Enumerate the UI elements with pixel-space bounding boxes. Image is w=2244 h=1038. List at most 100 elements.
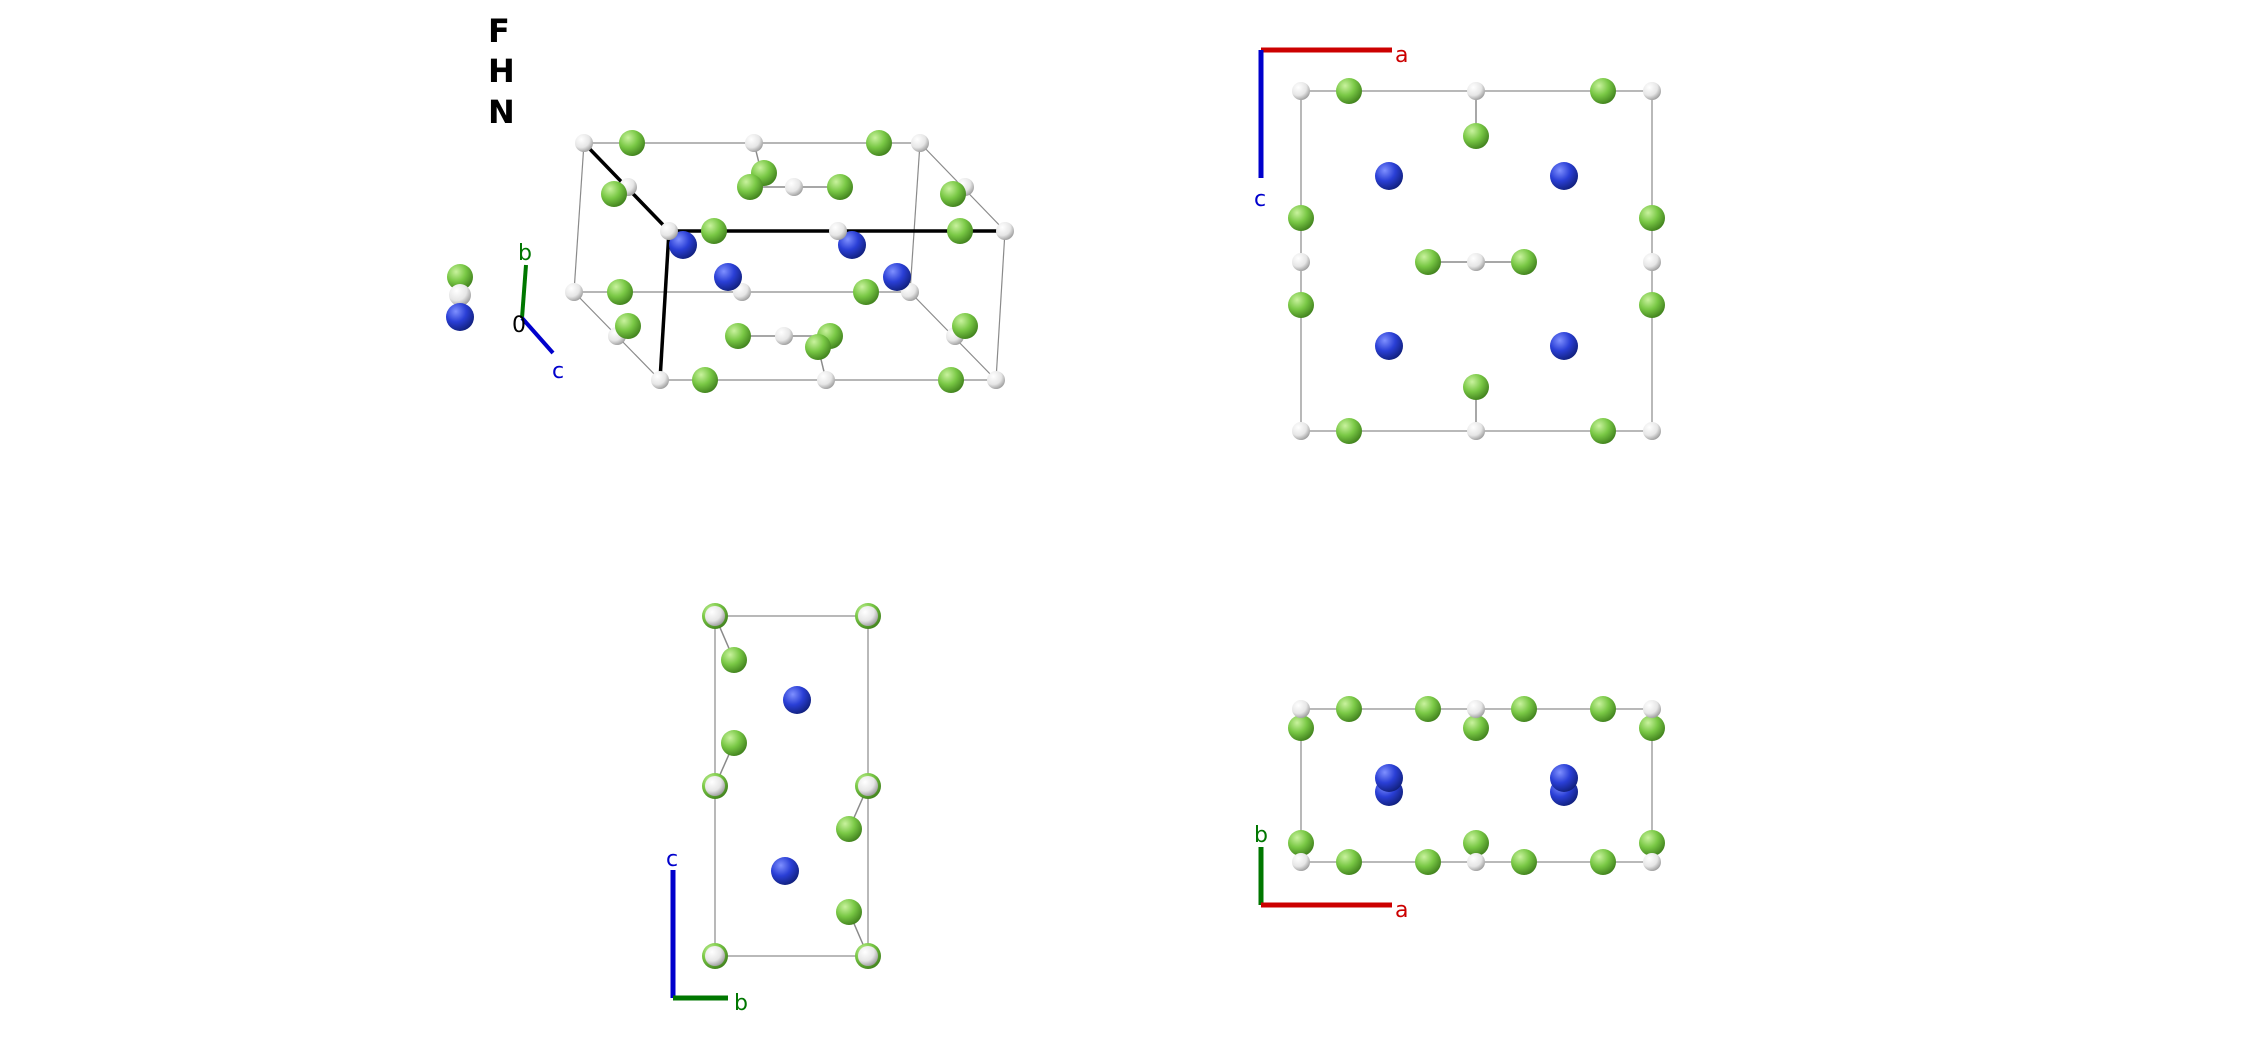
atom-f — [1415, 249, 1441, 275]
axis-b-label: b — [1254, 823, 1268, 848]
atom-n — [771, 857, 799, 885]
atom-h — [785, 178, 803, 196]
atom-f — [1639, 292, 1665, 318]
atom-n — [1375, 162, 1403, 190]
perspective-unit-cell — [573, 141, 1006, 381]
atom-f — [721, 647, 747, 673]
view-along-b: a c — [1254, 43, 1665, 444]
atom-f — [1639, 715, 1665, 741]
atom-f — [1336, 849, 1362, 875]
atom-n — [1375, 764, 1403, 792]
atom-f — [1511, 849, 1537, 875]
atom-f — [1288, 830, 1314, 856]
atom-f — [1463, 374, 1489, 400]
perspective-atoms — [446, 130, 1014, 393]
atom-f — [1590, 418, 1616, 444]
atom-f — [737, 174, 763, 200]
atom-h — [705, 946, 725, 966]
legend-element-n: N — [488, 93, 515, 131]
atom-f — [701, 218, 727, 244]
view-along-a: c b — [666, 603, 881, 1016]
axis-c-label: c — [1254, 187, 1266, 212]
atom-f — [805, 334, 831, 360]
atom-f — [619, 130, 645, 156]
view-a-atoms — [702, 603, 881, 969]
atom-h — [1292, 853, 1310, 871]
atom-f — [692, 367, 718, 393]
atom-h — [1467, 422, 1485, 440]
atom-f — [615, 313, 641, 339]
atom-h — [1467, 853, 1485, 871]
atom-n — [1550, 332, 1578, 360]
atom-n — [1550, 162, 1578, 190]
atom-n — [1375, 332, 1403, 360]
atom-h — [1292, 422, 1310, 440]
atom-f — [1590, 696, 1616, 722]
atom-f — [1511, 249, 1537, 275]
atom-f — [866, 130, 892, 156]
atom-f — [1463, 830, 1489, 856]
atom-h — [705, 776, 725, 796]
atom-n — [883, 263, 911, 291]
atom-h — [705, 606, 725, 626]
atom-f — [940, 181, 966, 207]
view-along-c: b a — [1254, 696, 1665, 923]
atom-f — [938, 367, 964, 393]
atom-h — [660, 222, 678, 240]
perspective-view: b c 0 — [446, 130, 1014, 393]
atom-f — [725, 323, 751, 349]
atom-h — [1643, 700, 1661, 718]
atom-f — [1415, 849, 1441, 875]
atom-h — [733, 283, 751, 301]
atom-h — [987, 371, 1005, 389]
element-legend: F H N — [488, 12, 515, 131]
atom-f — [1288, 292, 1314, 318]
atom-h — [775, 327, 793, 345]
atom-f — [853, 279, 879, 305]
atom-f — [1463, 123, 1489, 149]
atom-f — [1336, 418, 1362, 444]
axis-c-label: c — [552, 359, 564, 384]
atom-f — [607, 279, 633, 305]
atom-h — [858, 776, 878, 796]
atom-h — [745, 134, 763, 152]
axis-a-label: a — [1395, 898, 1408, 923]
atom-h — [817, 371, 835, 389]
perspective-axis-triad: b c 0 — [512, 241, 564, 384]
atom-n — [669, 231, 697, 259]
atom-f — [1511, 696, 1537, 722]
atom-f — [827, 174, 853, 200]
atom-h — [1292, 253, 1310, 271]
view-a-axis-triad: c b — [666, 847, 748, 1016]
atom-h — [1292, 82, 1310, 100]
axis-c-line — [520, 316, 555, 355]
atom-h — [575, 134, 593, 152]
atom-n — [1550, 764, 1578, 792]
view-c-atoms — [1288, 696, 1665, 875]
atom-f — [952, 313, 978, 339]
view-c-axis-triad: b a — [1254, 823, 1408, 923]
atom-h — [1643, 253, 1661, 271]
atom-h — [1467, 700, 1485, 718]
atom-f — [1415, 696, 1441, 722]
atom-n — [446, 303, 474, 331]
legend-element-h: H — [488, 52, 515, 90]
atom-h — [1643, 82, 1661, 100]
atom-h — [858, 606, 878, 626]
atom-f — [1288, 715, 1314, 741]
axis-b-label: b — [518, 241, 532, 266]
atom-h — [1467, 253, 1485, 271]
view-b-axis-triad: a c — [1254, 43, 1408, 212]
atom-f — [1639, 830, 1665, 856]
legend-element-f: F — [488, 12, 510, 50]
atom-n — [714, 263, 742, 291]
atom-f — [1590, 78, 1616, 104]
atom-h — [1292, 700, 1310, 718]
view-b-atoms — [1288, 78, 1665, 444]
atom-f — [601, 181, 627, 207]
atom-f — [1590, 849, 1616, 875]
atom-h — [829, 222, 847, 240]
atom-f — [836, 899, 862, 925]
atom-h — [651, 371, 669, 389]
